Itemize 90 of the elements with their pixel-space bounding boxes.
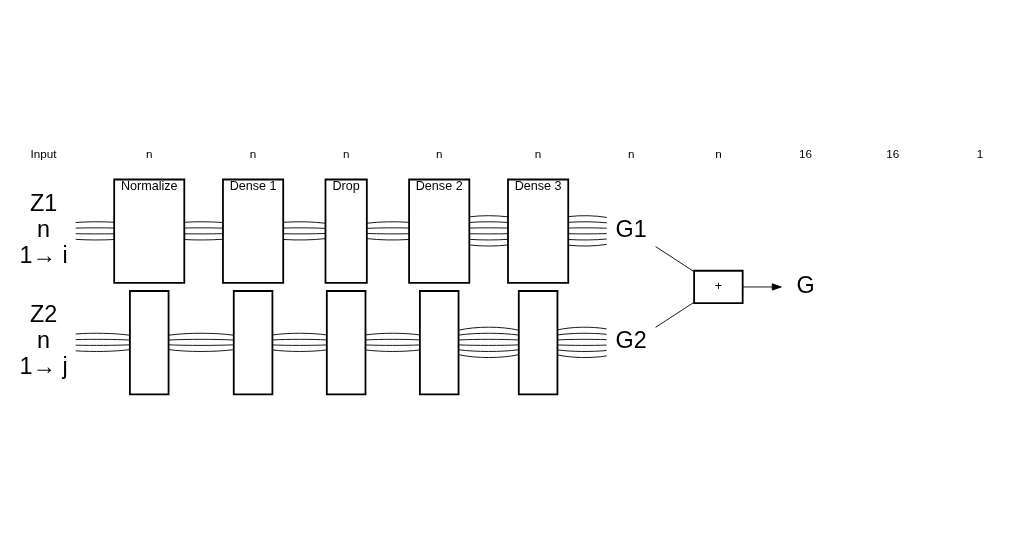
node-text: G2 <box>615 327 647 354</box>
connector <box>168 349 234 352</box>
connector <box>366 238 410 241</box>
connector <box>366 233 410 235</box>
connector <box>458 338 519 341</box>
connector <box>282 238 326 241</box>
connector <box>168 332 234 336</box>
label: 1 <box>976 146 984 160</box>
connector <box>567 233 608 235</box>
connector <box>655 301 695 328</box>
connector <box>458 326 519 331</box>
connector <box>469 215 509 218</box>
connector <box>75 338 131 341</box>
node-label: n <box>37 327 51 354</box>
connector <box>567 243 608 247</box>
node-text: Z1 <box>29 189 58 216</box>
connector <box>365 344 421 346</box>
connector <box>75 233 115 235</box>
node-label: 1→ j <box>19 353 68 380</box>
node-box: Dense 1 <box>222 178 285 284</box>
node-label: n <box>37 215 51 242</box>
node-text: G <box>796 271 815 298</box>
connector <box>183 233 224 235</box>
label: 16 <box>886 146 900 160</box>
connector <box>469 233 509 235</box>
connector <box>469 238 509 241</box>
node-box <box>419 290 460 396</box>
connector <box>183 238 224 241</box>
connector <box>365 332 421 336</box>
label: Input <box>30 146 57 160</box>
label: 16 <box>799 146 813 160</box>
connector <box>366 221 410 224</box>
connector <box>567 215 608 218</box>
label: n <box>534 146 542 160</box>
connector <box>168 344 234 346</box>
connector <box>567 227 608 229</box>
node-box: Dense 2 <box>408 178 471 284</box>
connector <box>168 338 234 341</box>
connector <box>183 227 224 229</box>
connector <box>282 227 326 229</box>
connector <box>458 332 519 336</box>
node-text: Z2 <box>29 301 58 328</box>
connector <box>557 349 608 352</box>
connector <box>75 344 131 346</box>
label: n <box>435 146 443 160</box>
connector <box>75 349 131 352</box>
connector <box>469 221 509 223</box>
connector <box>557 332 608 336</box>
node-box: Drop <box>324 178 368 284</box>
label: n <box>342 146 350 160</box>
node-box: + <box>693 269 744 305</box>
connector <box>365 338 421 341</box>
connector <box>458 344 519 346</box>
connector <box>557 344 608 346</box>
connector <box>75 332 131 336</box>
arrow <box>742 283 782 291</box>
connector <box>458 349 519 352</box>
connector <box>458 354 519 358</box>
connector <box>469 244 509 247</box>
node-box <box>517 290 559 396</box>
node-text: G1 <box>615 215 647 242</box>
connector <box>272 344 328 346</box>
connector <box>282 221 326 224</box>
connector <box>272 349 328 352</box>
connector <box>75 238 115 241</box>
node-label: 1→ i <box>19 241 68 268</box>
connector <box>272 338 328 341</box>
connector <box>557 326 608 331</box>
connector <box>272 332 328 336</box>
connector <box>183 221 224 224</box>
label: n <box>145 146 153 160</box>
node-box: Dense 3 <box>507 178 570 284</box>
label: n <box>249 146 257 160</box>
connector <box>75 221 115 223</box>
connector <box>567 238 608 241</box>
connector <box>366 227 410 229</box>
node-box <box>325 290 367 396</box>
node-box <box>129 290 170 396</box>
connector <box>567 221 608 224</box>
connector <box>557 338 608 341</box>
label: n <box>627 146 635 160</box>
connector <box>75 227 115 229</box>
connector <box>469 227 509 229</box>
connector <box>282 233 326 235</box>
node-box <box>232 290 274 396</box>
connector <box>655 246 695 273</box>
node-box: Normalize <box>113 178 186 284</box>
connector <box>557 354 608 358</box>
connector <box>365 349 421 352</box>
label: n <box>715 146 722 160</box>
